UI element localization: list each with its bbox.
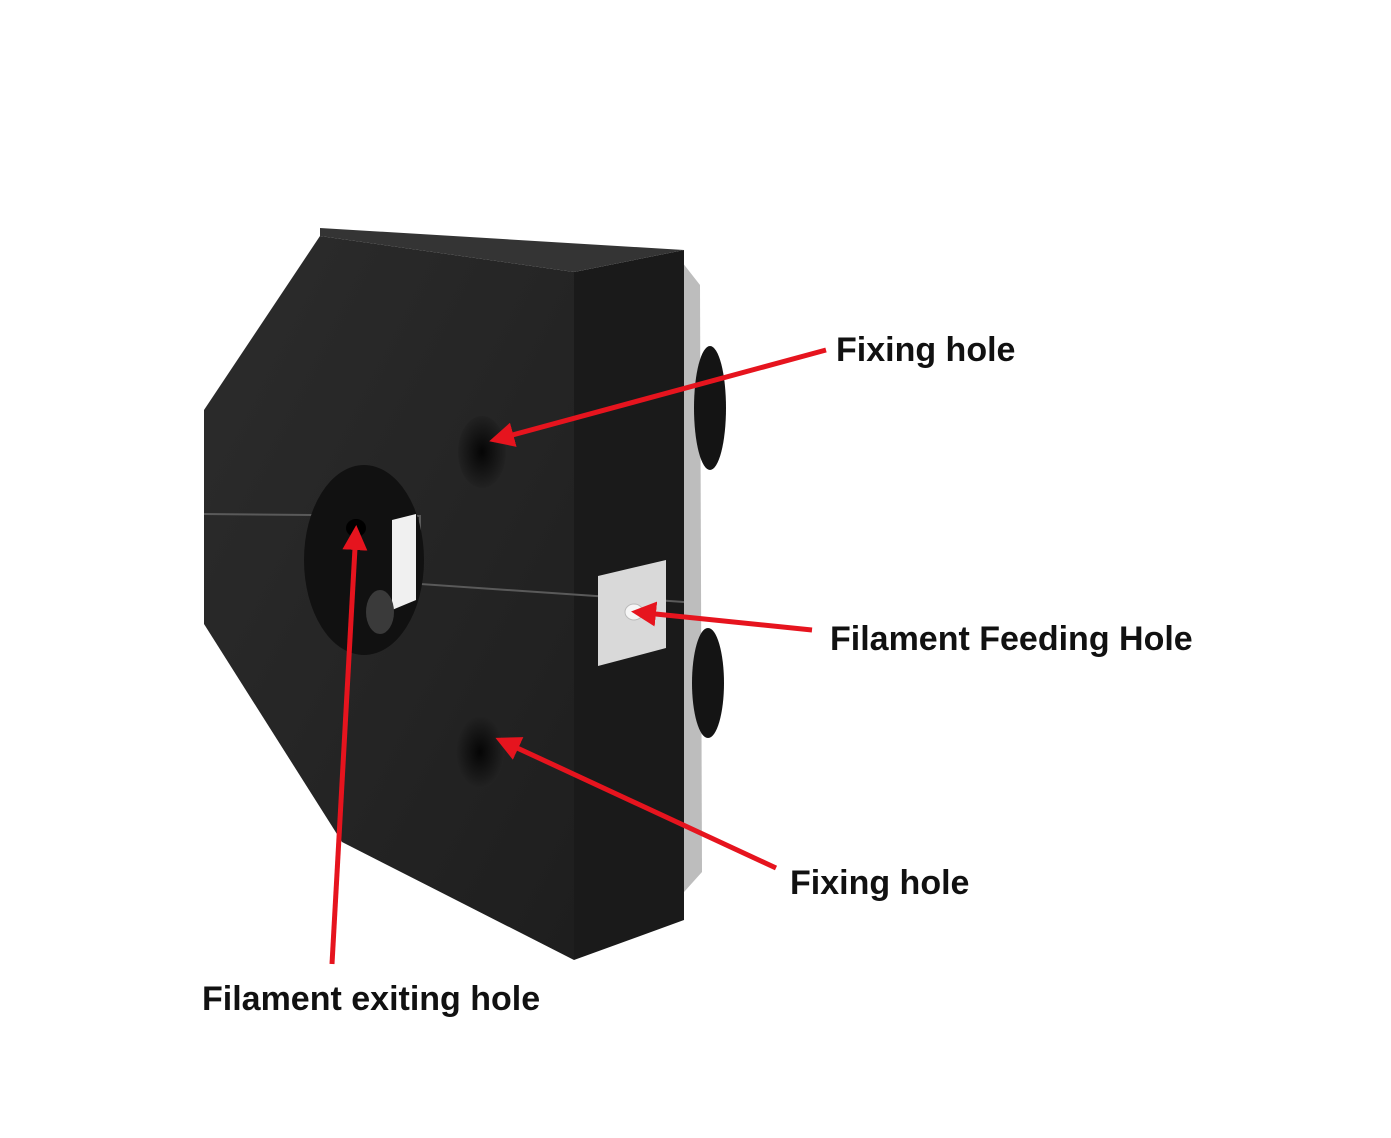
label-fixing-hole-top: Fixing hole [836,331,1015,369]
counterbore-shine [366,590,394,634]
rear-knob-bottom [692,628,724,738]
label-filament-feeding-hole: Filament Feeding Hole [830,620,1193,658]
counterbore-highlight [392,514,416,610]
arrow-filament-feeding-hole [631,601,813,633]
fixing-hole-bottom [456,716,504,788]
arrow-filament-exiting-hole [329,525,368,965]
rear-knob-top [694,346,726,470]
label-fixing-hole-bottom: Fixing hole [790,864,969,902]
block-top-face [320,228,684,272]
fixing-hole-top [458,416,506,488]
back-plate [682,262,702,892]
arrow-fixing-hole-bottom [495,737,778,871]
arrow-fixing-hole-top [489,347,827,447]
label-filament-exiting-hole: Filament exiting hole [202,980,540,1018]
